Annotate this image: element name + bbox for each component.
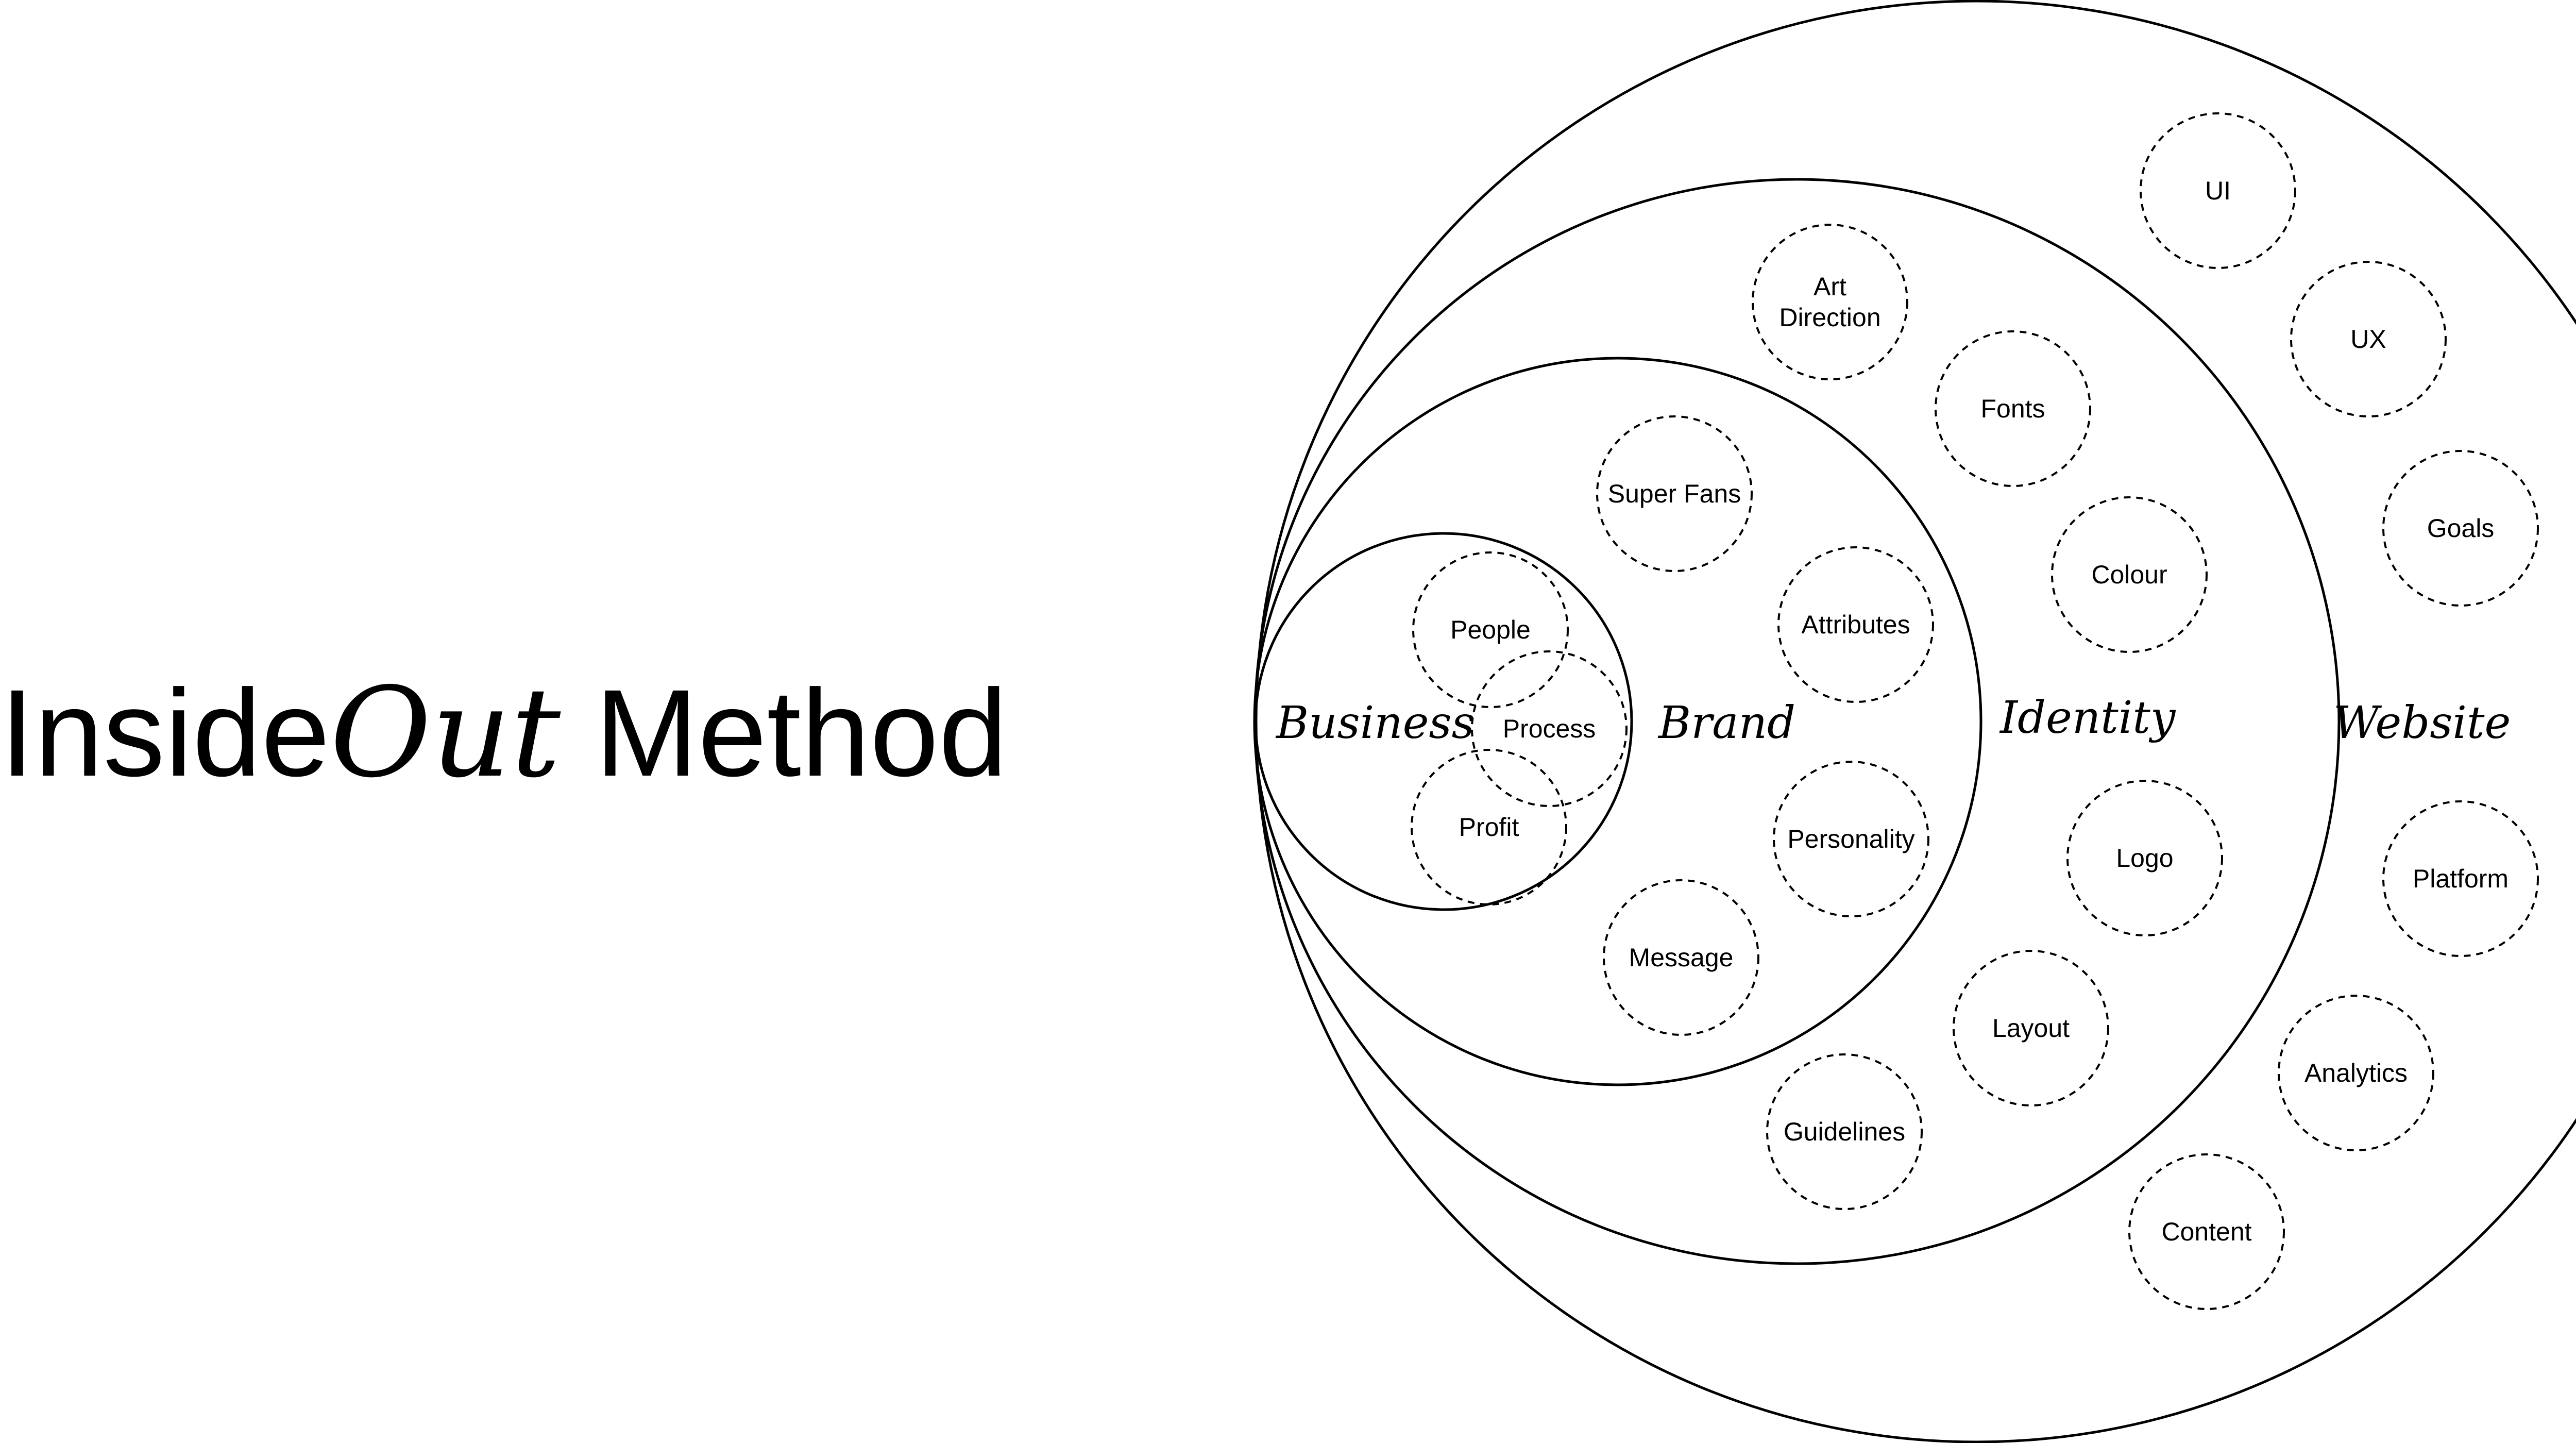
node-people: People (1412, 551, 1569, 708)
layer-rings (1253, 0, 2576, 1443)
node-goals: Goals (2382, 450, 2539, 607)
node-circle-super-fans (1596, 415, 1753, 572)
node-label-profit: Profit (1459, 813, 1519, 842)
node-ux: UX (2290, 261, 2447, 417)
node-label-ux: UX (2350, 325, 2386, 354)
node-label-logo: Logo (2116, 844, 2173, 872)
page-title: InsideOut Method (0, 661, 1007, 805)
node-label-message: Message (1629, 943, 1734, 972)
layer-label-identity: Identity (1999, 692, 2176, 744)
title-part-out: Out (330, 661, 561, 805)
node-process: Process (1471, 650, 1628, 807)
node-content: Content (2128, 1153, 2285, 1310)
ring-business (1254, 532, 1633, 911)
node-label-people: People (1450, 615, 1531, 644)
node-label-personality: Personality (1787, 825, 1914, 853)
node-label-super-fans: Super Fans (1608, 479, 1741, 508)
node-layout: Layout (1953, 950, 2109, 1106)
node-label-content: Content (2161, 1217, 2251, 1246)
node-circle-profit (1411, 749, 1567, 905)
node-circle-message (1603, 879, 1759, 1036)
node-label-goals: Goals (2427, 514, 2495, 543)
node-label-ui: UI (2205, 176, 2231, 205)
node-circle-ux (2290, 261, 2447, 417)
node-label-art-direction-line-2: Direction (1779, 303, 1880, 332)
node-label-attributes: Attributes (1801, 610, 1910, 639)
node-label-layout: Layout (1992, 1014, 2070, 1043)
node-circle-platform (2382, 800, 2539, 957)
node-circle-content (2128, 1153, 2285, 1310)
node-ui: UI (2140, 112, 2296, 269)
node-circle-personality (1773, 761, 1929, 917)
node-fonts: Fonts (1935, 330, 2091, 487)
node-message: Message (1603, 879, 1759, 1036)
node-guidelines: Guidelines (1766, 1053, 1923, 1210)
node-label-platform: Platform (2413, 864, 2509, 893)
node-platform: Platform (2382, 800, 2539, 957)
node-personality: Personality (1773, 761, 1929, 917)
node-circle-goals (2382, 450, 2539, 607)
node-circle-people (1412, 551, 1569, 708)
node-circle-fonts (1935, 330, 2091, 487)
node-circle-ui (2140, 112, 2296, 269)
node-circle-logo (2066, 780, 2223, 936)
node-circle-art-direction (1752, 224, 1908, 380)
node-label-art-direction-line-1: Art (1814, 272, 1846, 301)
node-super-fans: Super Fans (1596, 415, 1753, 572)
layer-labels: Business Brand Identity Website (1275, 692, 2511, 749)
layer-label-business: Business (1275, 697, 1475, 749)
node-circle-layout (1953, 950, 2109, 1106)
layer-label-brand: Brand (1657, 697, 1795, 749)
node-logo: Logo (2066, 780, 2223, 936)
node-label-fonts: Fonts (1980, 394, 2045, 423)
node-circle-guidelines (1766, 1053, 1923, 1210)
layer-label-website: Website (2333, 697, 2511, 749)
node-label-guidelines: Guidelines (1784, 1117, 1905, 1146)
node-label-analytics: Analytics (2304, 1059, 2408, 1087)
node-circle-process (1471, 650, 1628, 807)
node-circle-attributes (1777, 546, 1934, 703)
node-colour: Colour (2051, 496, 2208, 653)
node-analytics: Analytics (2278, 995, 2434, 1151)
title-part-method: Method (561, 664, 1007, 802)
node-label-colour: Colour (2091, 560, 2167, 589)
title-part-inside: Inside (0, 664, 330, 802)
node-circle-colour (2051, 496, 2208, 653)
node-profit: Profit (1411, 749, 1567, 905)
node-attributes: Attributes (1777, 546, 1934, 703)
node-label-process: Process (1503, 714, 1596, 743)
node-circle-analytics (2278, 995, 2434, 1151)
